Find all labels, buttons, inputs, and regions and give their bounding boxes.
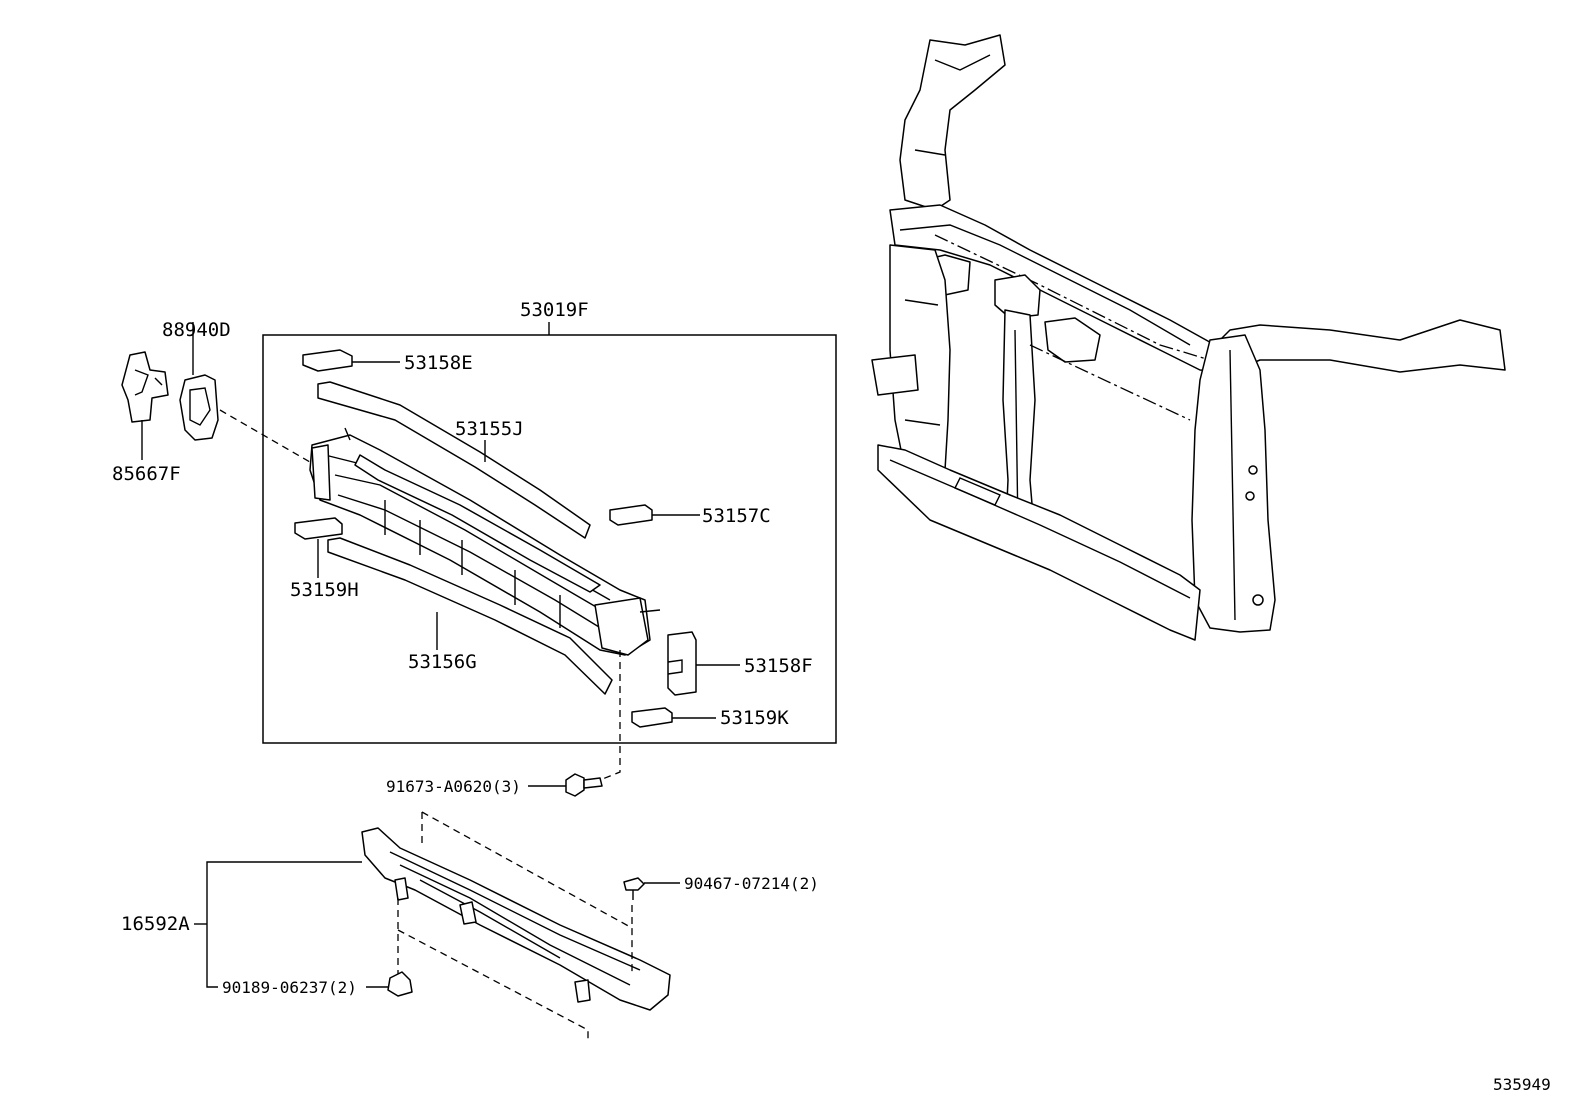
seal-pad-53158E bbox=[302, 349, 353, 372]
radiator-support-drawing bbox=[871, 34, 1506, 641]
clip-90189 bbox=[366, 971, 413, 997]
label-53159K: 53159K bbox=[720, 707, 789, 729]
pad-53159K bbox=[631, 707, 673, 728]
label-53157C: 53157C bbox=[702, 505, 771, 527]
pad-53157C bbox=[609, 504, 653, 526]
label-90189: 90189-06237(2) bbox=[222, 978, 357, 997]
label-91673: 91673-A0620(3) bbox=[386, 777, 521, 796]
lower-cover-16592A bbox=[361, 811, 671, 1040]
bracket-assembly bbox=[121, 322, 311, 463]
figure-number: 535949 bbox=[1493, 1075, 1551, 1094]
label-53156G: 53156G bbox=[408, 651, 477, 673]
clip-90467 bbox=[623, 877, 680, 900]
label-88940D: 88940D bbox=[162, 319, 231, 341]
label-53155J: 53155J bbox=[455, 418, 524, 440]
label-16592A: 16592A bbox=[121, 913, 190, 935]
seal-53156G bbox=[327, 537, 613, 695]
label-53019F: 53019F bbox=[520, 299, 589, 321]
label-90467: 90467-07214(2) bbox=[684, 874, 819, 893]
seal-53155J bbox=[317, 381, 591, 539]
label-53158F: 53158F bbox=[744, 655, 813, 677]
label-53159H: 53159H bbox=[290, 579, 359, 601]
pad-53159H bbox=[294, 517, 343, 540]
bolt-91673 bbox=[528, 650, 621, 797]
label-53158E: 53158E bbox=[404, 352, 473, 374]
grille-support-frame bbox=[309, 427, 661, 656]
label-85667F: 85667F bbox=[112, 463, 181, 485]
